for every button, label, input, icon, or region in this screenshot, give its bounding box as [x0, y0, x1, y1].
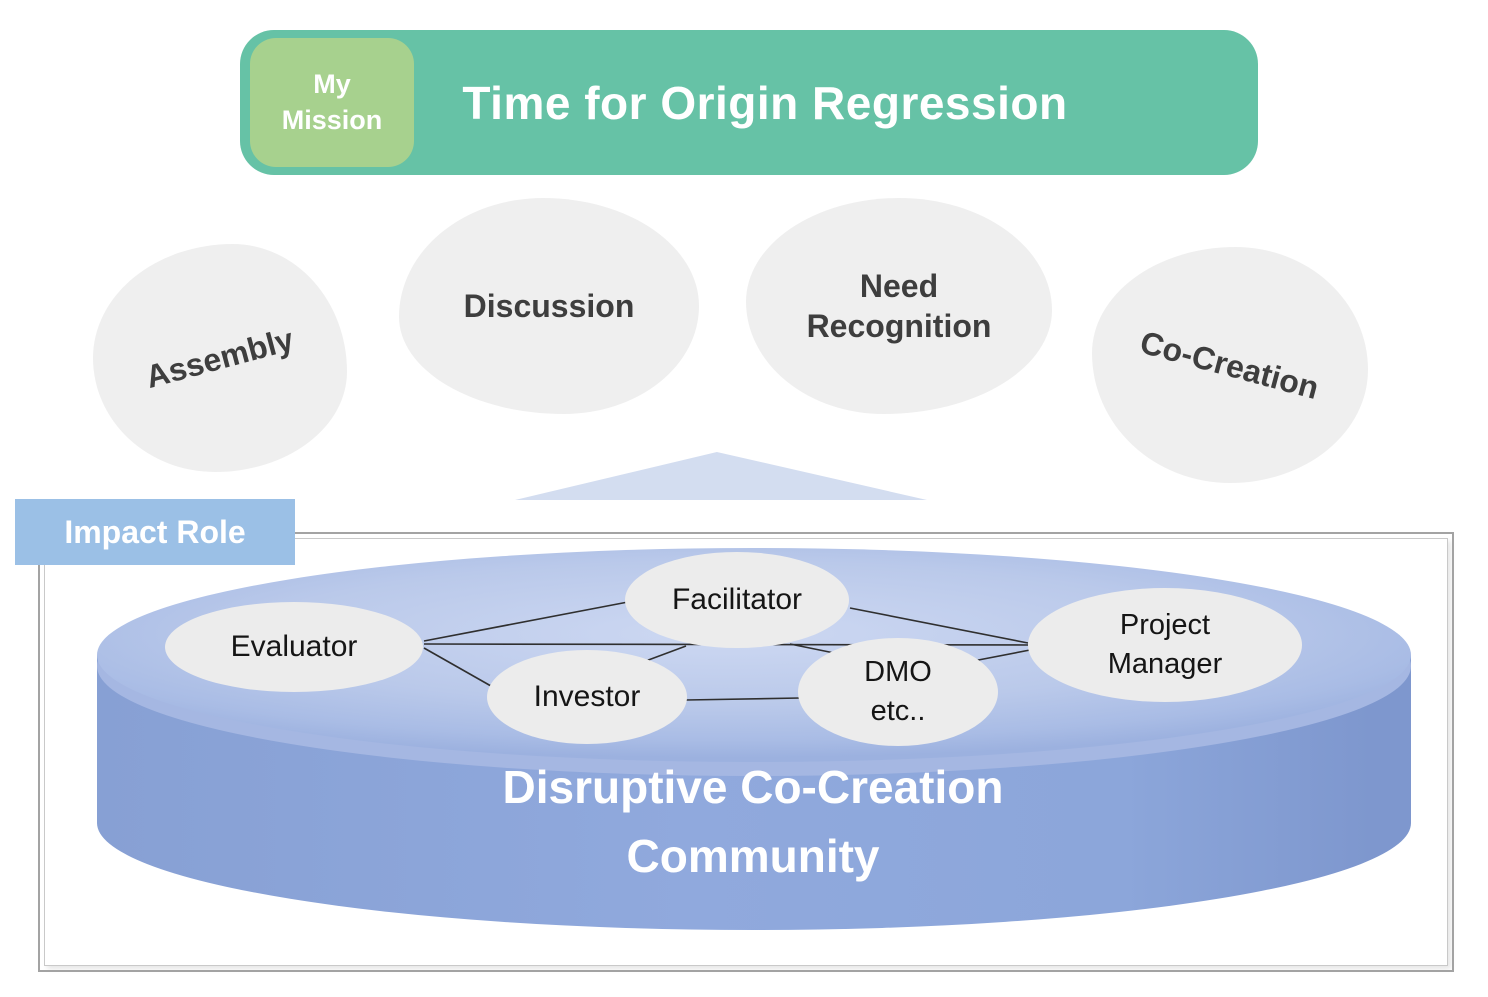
stage-blob-need-recognition: Need Recognition [746, 198, 1052, 414]
role-ellipse-dmo: DMO etc.. [798, 638, 998, 746]
connector-facilitator-investor [642, 645, 687, 663]
role-label-project-manager: Project Manager [1107, 608, 1223, 680]
impact-role-label: Impact Role [15, 499, 295, 565]
connector-investor-dmo [685, 697, 801, 701]
role-ellipse-facilitator: Facilitator [625, 552, 849, 648]
role-label-evaluator: Evaluator [230, 629, 358, 663]
role-label-investor: Investor [533, 679, 641, 713]
connector-facilitator-project-manager [849, 607, 1029, 644]
community-title: Disruptive Co-Creation Community [502, 761, 1004, 882]
connector-evaluator-investor [423, 647, 499, 691]
banner-title: Time for Origin Regression [462, 76, 1068, 129]
stage-blob-discussion: Discussion [399, 198, 699, 414]
stage-label-need-recognition: Need Recognition [806, 268, 992, 344]
impact-role-frame [38, 532, 1454, 972]
stage-label-discussion: Discussion [463, 288, 635, 324]
stage-blob-co-creation: Co-Creation [1092, 247, 1368, 483]
role-ellipse-investor: Investor [487, 650, 687, 744]
mission-banner: My Mission Time for Origin Regression [240, 30, 1258, 175]
role-label-dmo: DMO etc.. [864, 655, 932, 727]
mission-badge: My Mission [250, 38, 414, 167]
role-label-facilitator: Facilitator [671, 582, 803, 616]
stage-blob-assembly: Assembly [93, 244, 347, 472]
role-ellipse-project-manager: Project Manager [1028, 588, 1302, 702]
role-ellipse-evaluator: Evaluator [165, 602, 423, 692]
connector-evaluator-facilitator [423, 601, 629, 642]
